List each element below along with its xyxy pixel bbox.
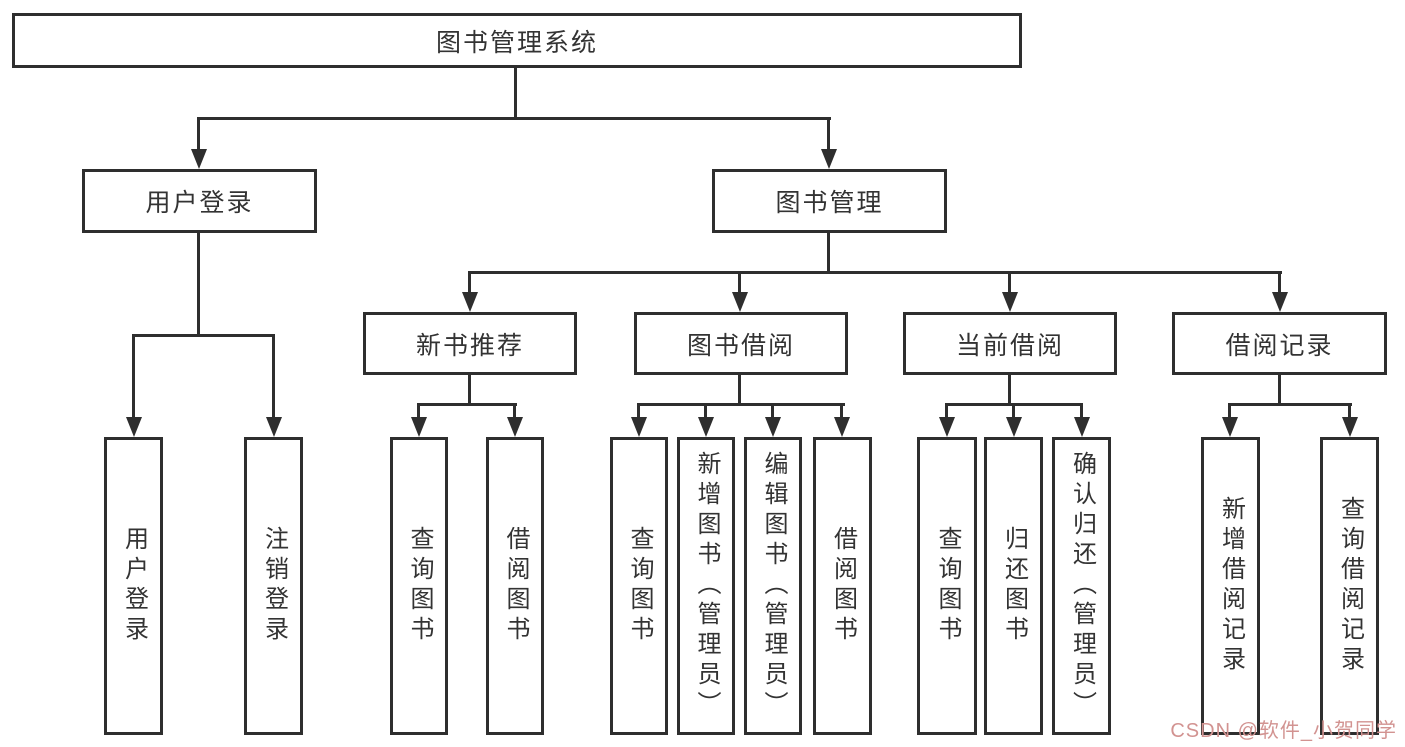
arrow-down-icon [1272,292,1288,312]
connector-line [738,271,741,295]
leaf-user-login: 用户登录 [104,437,163,735]
arrow-down-icon [507,417,523,437]
leaf-query-book-recommend: 查询图书 [390,437,448,735]
connector-line [417,403,420,419]
connector-line [1008,271,1011,295]
arrow-down-icon [732,292,748,312]
node-new-book-recommend: 新书推荐 [363,312,577,375]
connector-line [197,233,200,337]
node-borrow-records: 借阅记录 [1172,312,1387,375]
arrow-down-icon [191,149,207,169]
leaf-confirm-return-admin: 确认归还（管理员） [1052,437,1111,735]
arrow-down-icon [1006,417,1022,437]
connector-line [197,117,831,120]
connector-line [132,334,135,419]
leaf-query-book-borrowing: 查询图书 [610,437,668,735]
arrow-down-icon [411,417,427,437]
connector-line [840,403,843,419]
connector-line [637,403,640,419]
leaf-borrow-book-recommend: 借阅图书 [486,437,544,735]
connector-line [945,403,948,419]
arrow-down-icon [698,417,714,437]
arrow-down-icon [1222,417,1238,437]
connector-line [1080,403,1083,419]
leaf-borrow-book-recommend-label: 借阅图书 [502,526,529,646]
arrow-down-icon [126,417,142,437]
connector-line [272,334,275,419]
leaf-query-book-borrowing-label: 查询图书 [626,526,653,646]
leaf-add-book-admin-label: 新增图书（管理员） [693,451,720,721]
connector-line [1228,403,1352,406]
node-book-management-label: 图书管理 [775,189,884,217]
connector-line [1008,375,1011,406]
node-library-system-label: 图书管理系统 [435,28,598,57]
node-book-management: 图书管理 [712,169,947,233]
leaf-edit-book-admin: 编辑图书（管理员） [744,437,802,735]
node-borrow-records-label: 借阅记录 [1225,331,1334,360]
leaf-logout-login: 注销登录 [244,437,303,735]
connector-line [132,334,275,337]
leaf-query-book-current-label: 查询图书 [934,526,961,646]
arrow-down-icon [821,149,837,169]
node-user-login-label: 用户登录 [145,189,254,217]
connector-line [1278,375,1281,406]
connector-line [197,117,200,150]
leaf-borrow-book: 借阅图书 [813,437,872,735]
connector-line [513,403,516,419]
node-book-borrowing-label: 图书借阅 [686,331,795,360]
connector-line [738,375,741,406]
leaf-add-borrow-record-label: 新增借阅记录 [1217,496,1245,676]
node-user-login: 用户登录 [82,169,317,233]
connector-line [704,403,707,419]
node-new-book-recommend-label: 新书推荐 [415,331,524,360]
arrow-down-icon [1002,292,1018,312]
arrow-down-icon [765,417,781,437]
connector-line [468,271,471,295]
connector-line [1348,403,1351,419]
leaf-query-book-recommend-label: 查询图书 [406,526,433,646]
node-current-borrowing-label: 当前借阅 [955,331,1064,360]
node-library-system: 图书管理系统 [12,13,1022,68]
leaf-confirm-return-admin-label: 确认归还（管理员） [1068,451,1096,721]
connector-line [1012,403,1015,419]
connector-line [417,403,517,406]
leaf-add-book-admin: 新增图书（管理员） [677,437,735,735]
leaf-borrow-book-label: 借阅图书 [829,526,857,646]
leaf-query-borrow-record-label: 查询借阅记录 [1336,496,1364,676]
arrow-down-icon [462,292,478,312]
connector-line [468,375,471,406]
leaf-return-book: 归还图书 [984,437,1043,735]
connector-line [771,403,774,419]
leaf-query-book-current: 查询图书 [917,437,977,735]
connector-line [827,233,830,274]
leaf-logout-login-label: 注销登录 [260,526,288,646]
node-book-borrowing: 图书借阅 [634,312,848,375]
arrow-down-icon [1342,417,1358,437]
watermark: CSDN @软件_小贺同学 [1170,720,1397,742]
connector-line [1278,271,1281,295]
arrow-down-icon [939,417,955,437]
arrow-down-icon [834,417,850,437]
connector-line [514,68,517,120]
leaf-user-login-label: 用户登录 [120,526,148,646]
connector-line [637,403,845,406]
leaf-query-borrow-record: 查询借阅记录 [1320,437,1379,735]
node-current-borrowing: 当前借阅 [903,312,1117,375]
leaf-return-book-label: 归还图书 [1000,526,1028,646]
connector-line [827,117,830,150]
leaf-edit-book-admin-label: 编辑图书（管理员） [760,451,787,721]
leaf-add-borrow-record: 新增借阅记录 [1201,437,1260,735]
connector-line [468,271,1282,274]
arrow-down-icon [1074,417,1090,437]
connector-line [1228,403,1231,419]
arrow-down-icon [266,417,282,437]
arrow-down-icon [631,417,647,437]
